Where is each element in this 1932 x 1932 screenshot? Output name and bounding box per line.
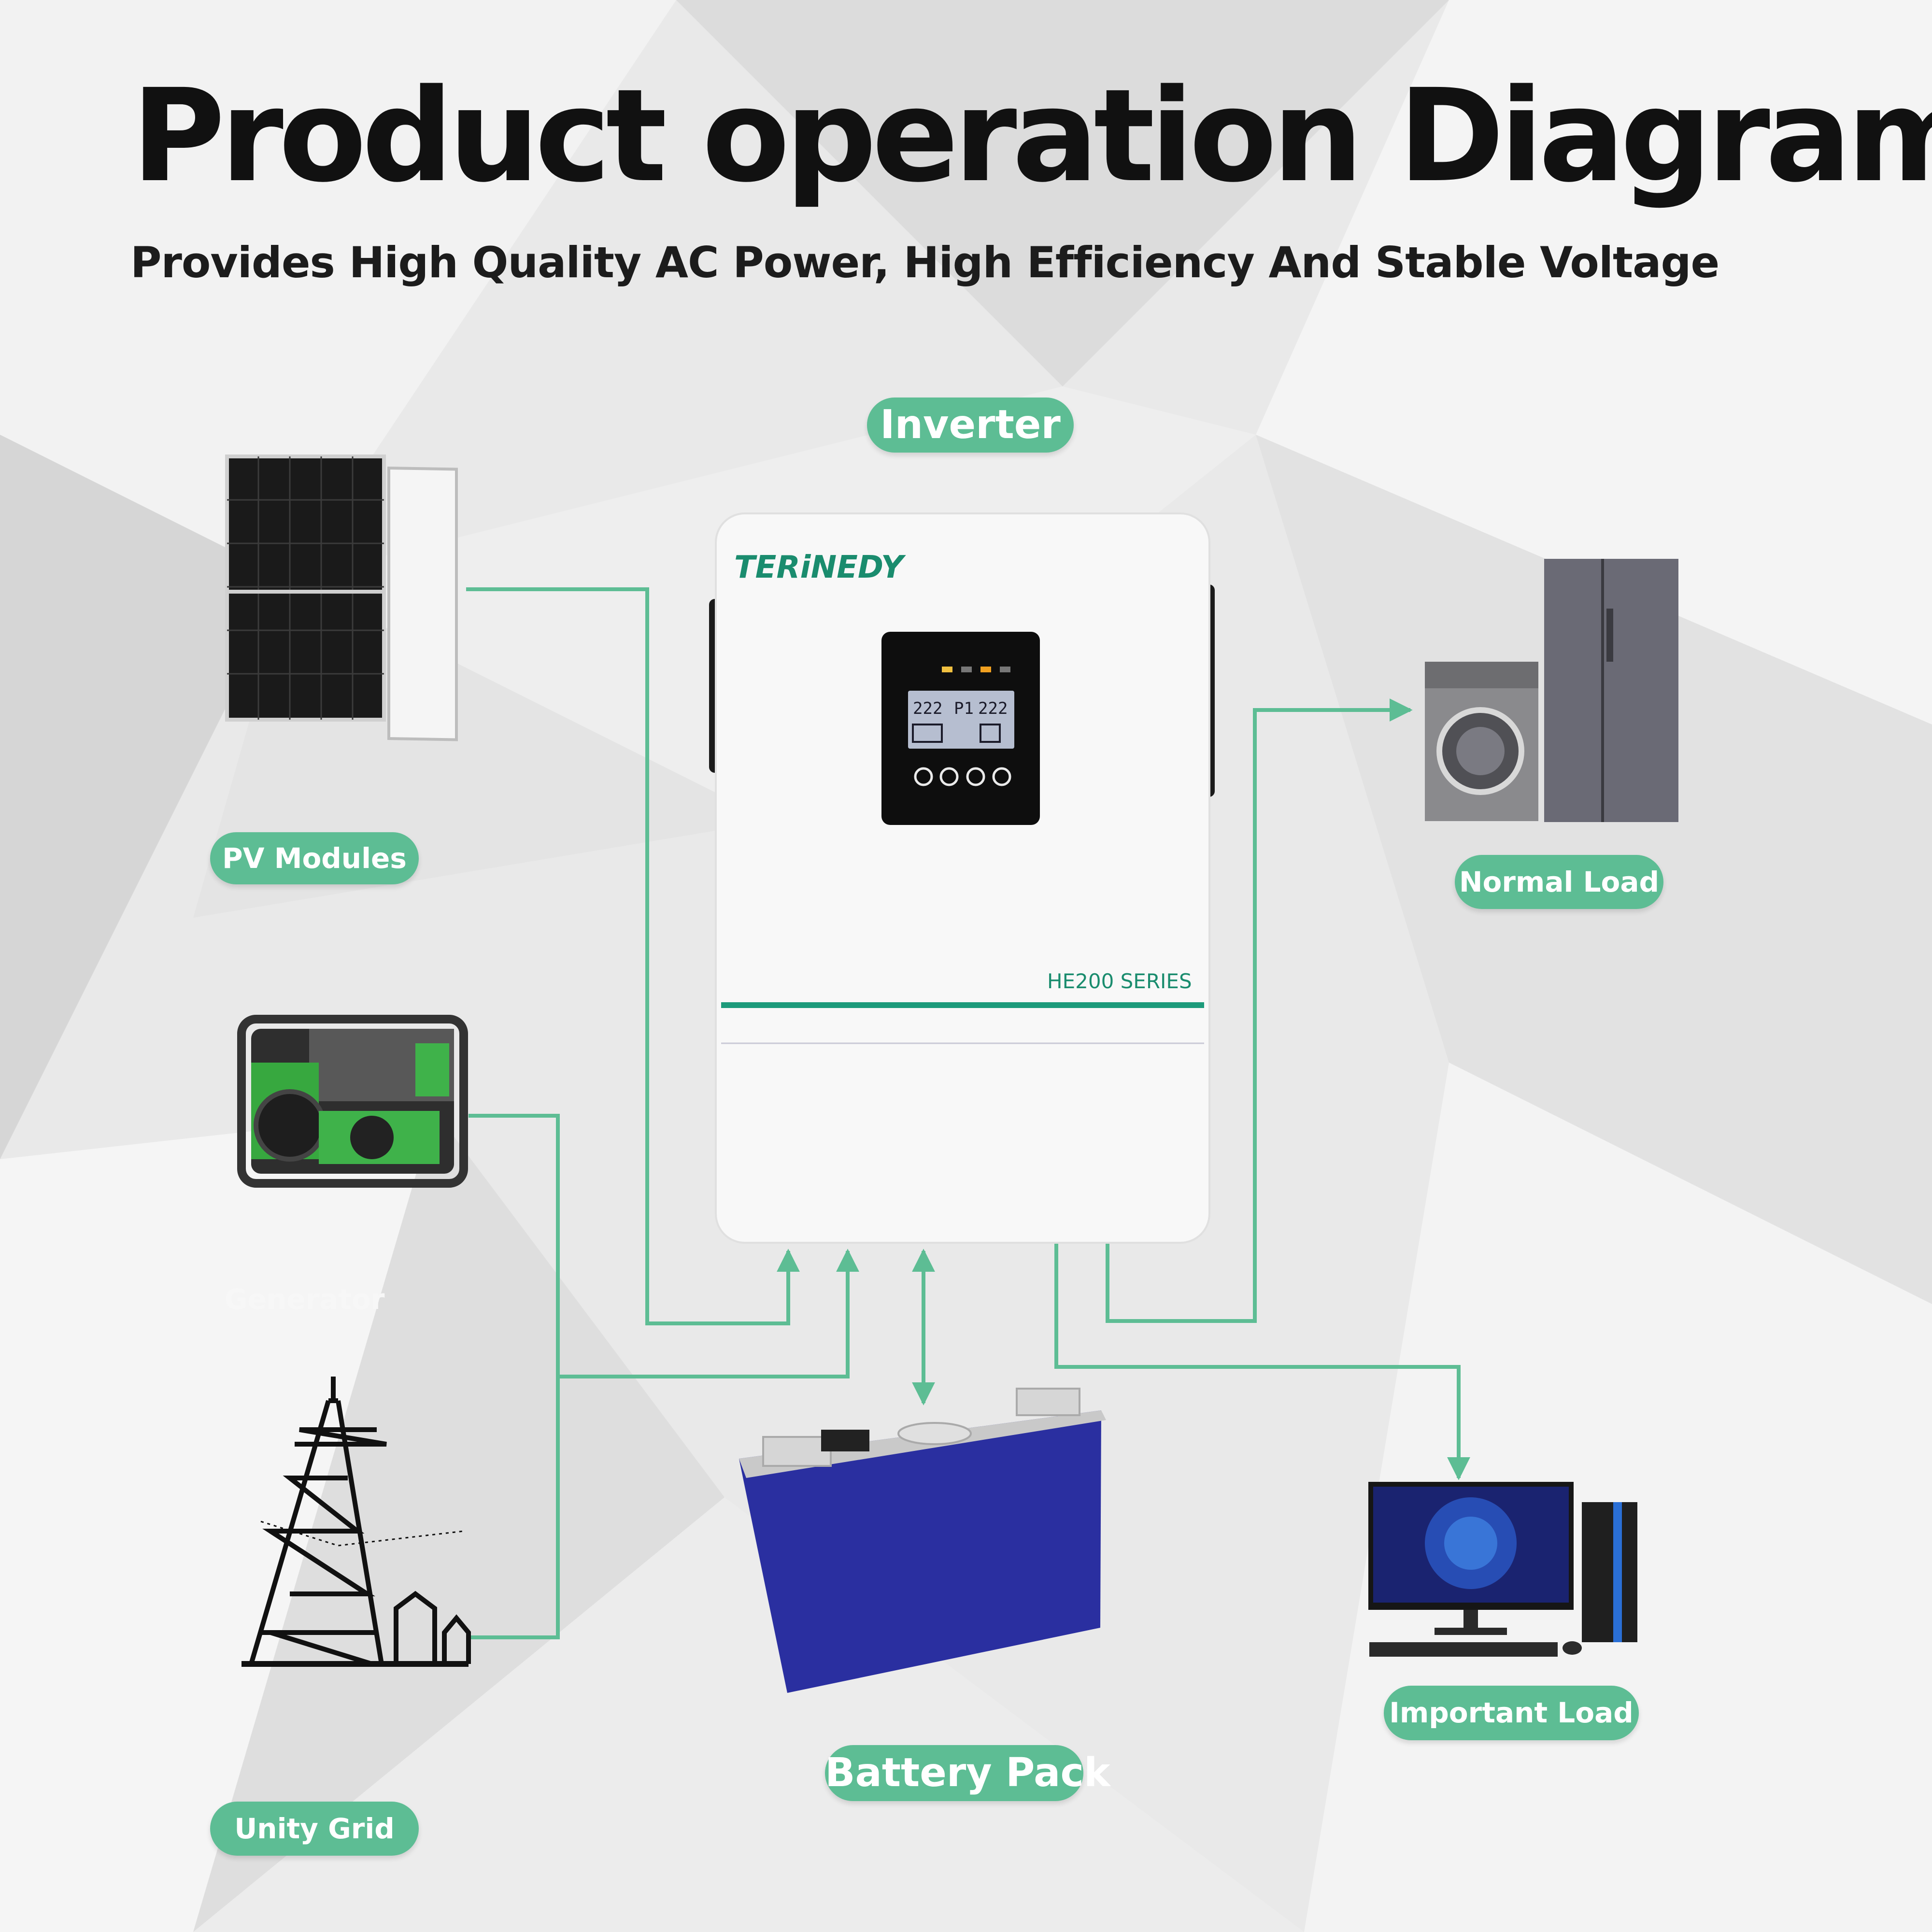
label-inverter: Inverter: [867, 398, 1074, 453]
computer-image: [1368, 1482, 1637, 1657]
transmission-tower-image: [242, 1377, 471, 1667]
battery-pack-image: [739, 1388, 1106, 1693]
inverter-image: 222 P1 222 TERiNEDY HE200 SERIES: [709, 512, 1215, 1244]
generator-label: Generator: [225, 1283, 385, 1316]
lcd-readout-left: 222: [913, 699, 942, 718]
inverter-to-normal-load-line: [1106, 698, 1413, 1323]
label-normal-load: Normal Load: [1455, 855, 1663, 909]
lcd-readout-mid: P1: [954, 699, 974, 718]
label-important-load: Important Load: [1384, 1686, 1639, 1740]
generator-image: [237, 1015, 468, 1188]
down-button-icon: [966, 767, 985, 786]
label-battery-pack: Battery Pack: [825, 1745, 1110, 1801]
label-pv-modules: PV Modules: [210, 832, 419, 884]
generator-line: [469, 1114, 560, 1377]
inverter-buttons: [914, 767, 1011, 786]
connection-lines: [466, 587, 1470, 1639]
lcd-readout-right: 222: [978, 699, 1008, 718]
washing-machine-image: [1425, 662, 1538, 821]
pv-to-inverter-line: [466, 587, 800, 1325]
page-title: Product operation Diagram: [131, 62, 1932, 211]
inverter-brand: TERiNEDY: [734, 550, 906, 585]
grid-generator-to-inverter-line: [558, 1249, 859, 1378]
page-subtitle: Provides High Quality AC Power, High Eff…: [130, 238, 1719, 287]
inverter-series-label: HE200 SERIES: [1047, 969, 1192, 993]
pv-modules-image: [225, 455, 458, 741]
up-button-icon: [939, 767, 959, 786]
menu-button-icon: [914, 767, 933, 786]
enter-button-icon: [992, 767, 1011, 786]
label-unity-grid: Unity Grid: [210, 1802, 419, 1856]
refrigerator-image: [1544, 559, 1678, 822]
grid-line: [469, 1377, 560, 1639]
inverter-to-important-load-line: [1054, 1244, 1470, 1480]
